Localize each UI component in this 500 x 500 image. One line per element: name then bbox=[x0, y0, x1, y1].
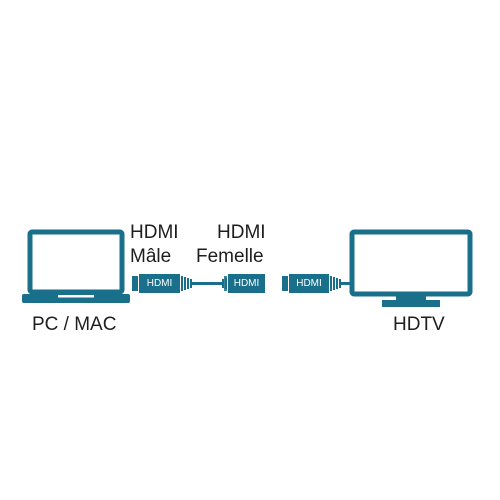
hdmi-male-label-line1: HDMI bbox=[130, 222, 179, 243]
hdmi-female-label-line2: Femelle bbox=[196, 246, 264, 267]
hdmi-male-label-line2: Mâle bbox=[130, 246, 172, 267]
tv-icon bbox=[349, 229, 473, 307]
hdmi-female-connector-icon bbox=[222, 274, 265, 293]
hdmi-female-label-line1: HDMI bbox=[217, 222, 266, 243]
hdmi-cable-icon bbox=[192, 282, 222, 285]
display-device-label: HDTV bbox=[393, 314, 445, 335]
hdmi-female-plug-label: HDMI bbox=[233, 277, 260, 289]
hdmi-male-plug-label: HDMI bbox=[146, 277, 173, 289]
hdmi-tv-connector-icon bbox=[282, 274, 350, 293]
laptop-icon bbox=[22, 229, 130, 303]
source-device-label: PC / MAC bbox=[32, 314, 117, 335]
hdmi-tv-plug-label: HDMI bbox=[296, 277, 322, 289]
hdmi-male-connector-icon bbox=[132, 274, 192, 293]
